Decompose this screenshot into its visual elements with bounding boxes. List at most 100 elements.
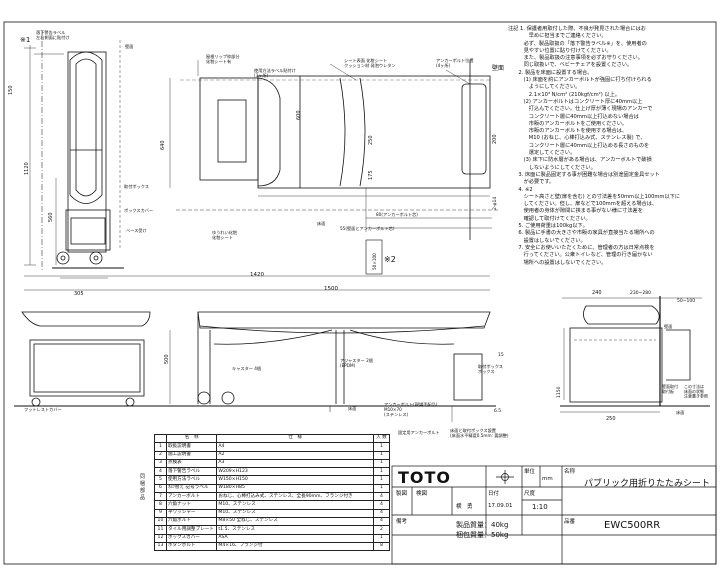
folded-side-view bbox=[24, 30, 124, 279]
parts-name: 取扱説明書 bbox=[165, 442, 218, 452]
dim-1150: 1150 bbox=[556, 386, 562, 398]
parts-spec: W180×H85 bbox=[216, 483, 374, 494]
dim-175: 175 bbox=[368, 170, 374, 180]
side-floor-label: 床面 bbox=[676, 409, 684, 416]
adjuster-label: アジャスター 2個(EPDM) bbox=[340, 357, 373, 368]
parts-header-qty: 入 数 bbox=[372, 433, 391, 444]
dim-305: 305 bbox=[74, 291, 84, 297]
parts-no: 10 bbox=[154, 516, 167, 527]
company-logo: TOTO bbox=[398, 468, 452, 487]
parts-spec: M10、ステンレス bbox=[216, 500, 374, 510]
number-label: 品番 bbox=[564, 519, 576, 525]
packed-weight: 梱包質量：50kg bbox=[456, 531, 509, 539]
parts-name: タイル用調整プレート bbox=[165, 525, 218, 535]
designer-label: 製図 bbox=[396, 491, 408, 497]
date-label: 日付 bbox=[488, 491, 500, 497]
parts-name: ボックスカバー bbox=[165, 533, 218, 543]
date-value: 17.09.01 bbox=[488, 503, 513, 509]
dim-150: 150 bbox=[8, 85, 14, 95]
parts-header-no bbox=[154, 433, 167, 444]
parts-qty: 4 bbox=[372, 516, 391, 527]
remarks-label: 備考 bbox=[396, 519, 408, 525]
dim-200: 200 bbox=[492, 134, 498, 144]
title-block-frame bbox=[391, 465, 717, 565]
parts-qty: 1 bbox=[372, 450, 391, 460]
anchor-note-2: ※2 bbox=[384, 255, 396, 264]
parts-qty: 4 bbox=[372, 500, 391, 510]
parts-qty: 1 bbox=[372, 475, 391, 485]
parts-spec: ASA bbox=[216, 533, 374, 543]
side-wall-label: 壁面 bbox=[664, 323, 672, 330]
parts-spec: A3 bbox=[216, 458, 374, 469]
parts-name: 施工説明書 bbox=[165, 450, 218, 460]
parts-no: 3 bbox=[154, 458, 167, 469]
dim-640: 640 bbox=[160, 140, 166, 150]
parts-qty: 1 bbox=[372, 458, 391, 469]
dim-6-5: 6.5 bbox=[494, 408, 501, 414]
dim-15: 15 bbox=[498, 352, 504, 358]
dim-560: 560 bbox=[48, 212, 54, 222]
parts-header-row: 名 称 仕 様 入 数 bbox=[154, 433, 391, 444]
parts-no: 1 bbox=[154, 442, 167, 452]
ref-80: 80(アンカーボルト芯) bbox=[376, 211, 418, 218]
dim-1120: 1120 bbox=[24, 162, 30, 175]
parts-name: 六角ボルト bbox=[165, 516, 218, 527]
cover-label: ボックスカバー bbox=[124, 207, 153, 214]
dim-250-side: 250 bbox=[606, 416, 616, 422]
parts-no: 13 bbox=[154, 541, 167, 552]
parts-no: 5 bbox=[154, 475, 167, 485]
product-name: パブリック用折りたたみシート bbox=[584, 479, 711, 489]
parts-spec: W209×H123 bbox=[216, 467, 374, 477]
unit-label: 単位 bbox=[524, 469, 536, 475]
dim-1500: 1500 bbox=[324, 286, 338, 292]
floor-label-plan: 床面 bbox=[317, 220, 325, 227]
bolt-callout: 床面と取付ボックス設置(床面水平精度0.5mm: 要調整) bbox=[450, 427, 509, 439]
parts-qty: 4 bbox=[372, 508, 391, 518]
dim-50-100: 50~100 bbox=[677, 298, 695, 304]
floor-label-elev: 床面 bbox=[348, 405, 356, 412]
parts-qty: 2 bbox=[372, 525, 391, 535]
box-label: 取付ボックスボックス bbox=[478, 363, 503, 375]
name-label: 名称 bbox=[564, 469, 576, 475]
parts-qty: 8 bbox=[372, 541, 391, 552]
parts-no: 11 bbox=[154, 525, 167, 535]
parts-qty: 1 bbox=[372, 442, 391, 452]
dim-500: 500 bbox=[164, 354, 170, 364]
parts-no: 6 bbox=[154, 483, 167, 494]
product-number: EWC500RR bbox=[604, 520, 661, 531]
logo-caption: 屋根リップ枠部分化粧シート有 bbox=[206, 53, 240, 65]
parts-qty: 1 bbox=[372, 467, 391, 477]
parts-name: 六角ナット bbox=[165, 500, 218, 510]
parts-no: 9 bbox=[154, 508, 167, 518]
parts-spec: おねじ、心棒打込み式、ステンレス、全長90mm、フランジ付き bbox=[216, 492, 374, 502]
scale-label: 尺度 bbox=[524, 491, 536, 497]
parts-no: 12 bbox=[154, 533, 167, 543]
parts-header-spec: 仕 様 bbox=[216, 433, 374, 444]
seat-caption: シート表面 化粧シートクッション材 発泡ウレタン bbox=[344, 57, 396, 69]
parts-name: 落下警告ラベル bbox=[165, 467, 218, 477]
anchor-caption: アンカーボルト位置(4ヶ所) bbox=[436, 57, 474, 69]
sheet-border bbox=[3, 21, 717, 565]
general-notes: 注記 1. 保護者用取付した際、不良が発見された場合にはお 早めに担当までご連絡… bbox=[508, 26, 681, 266]
parts-spec: W150×H150 bbox=[216, 475, 374, 485]
unit-value: mm bbox=[542, 476, 553, 482]
dim-2-phi14: 2-φ14 bbox=[492, 197, 498, 210]
anchor-callout: アンカーボルト(現場手配品)M10×70(ステンレス) bbox=[384, 401, 438, 418]
how-to-label: 使用方法ラベル貼付け(3ヶ所) bbox=[254, 67, 296, 79]
parts-qty: 1 bbox=[372, 533, 391, 543]
parts-spec: M10、ステンレス bbox=[216, 508, 374, 518]
parts-no: 4 bbox=[154, 467, 167, 477]
wall-label-left: 壁面 bbox=[125, 43, 133, 50]
dim-250: 250 bbox=[368, 135, 374, 145]
designer-name: 横 勇 bbox=[456, 504, 473, 510]
plan-view bbox=[169, 60, 500, 275]
parts-name: ｵﾑﾂ替え 記号ラベル bbox=[165, 483, 218, 494]
note-ref-1: ※1 bbox=[20, 36, 30, 44]
